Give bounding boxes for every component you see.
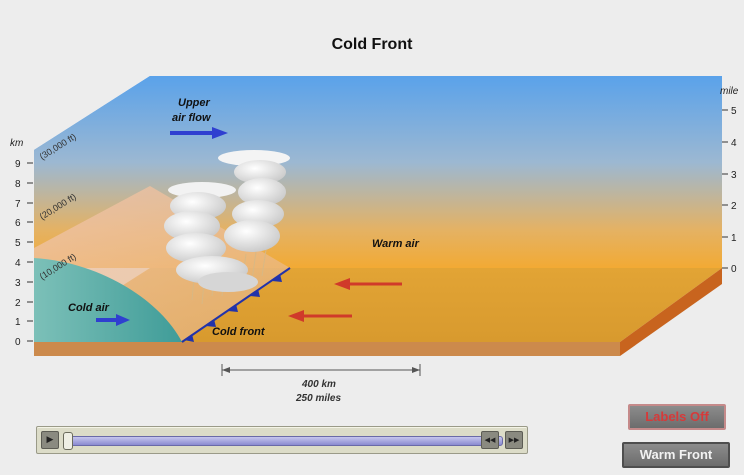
scale-miles-label: 250 miles: [295, 393, 341, 404]
scale-bar: 400 km 250 miles: [221, 364, 421, 404]
km-tick-8: 8: [15, 179, 21, 190]
ground-front-strip: [34, 342, 620, 356]
cold-air-mass: [34, 258, 182, 342]
km-tick-6: 6: [15, 218, 21, 229]
thunderstorm-clouds: [164, 150, 290, 292]
fast-forward-button[interactable]: ▶▶: [505, 431, 523, 449]
page-title: Cold Front: [331, 36, 413, 53]
warm-air-arrow-upper: [334, 278, 402, 290]
timeline-track[interactable]: [69, 436, 503, 446]
cold-front-label: Cold front: [212, 326, 266, 338]
right-side-face: [620, 268, 722, 356]
miles-tick-2: 2: [731, 201, 737, 212]
km-tick-5: 5: [15, 238, 21, 249]
km-tick-2: 2: [15, 298, 21, 309]
km-tick-4: 4: [15, 258, 21, 269]
warm-front-button[interactable]: Warm Front: [622, 442, 730, 468]
km-tick-3: 3: [15, 278, 21, 289]
miles-tick-3: 3: [731, 170, 737, 181]
miles-tick-0: 0: [731, 264, 737, 275]
km-unit-label: km: [10, 138, 23, 149]
upper-air-flow-label-1: Upper: [178, 97, 211, 109]
km-tick-1: 1: [15, 317, 21, 328]
km-axis: km 9 8 7 6 5 4 3 2 1 0: [10, 138, 33, 348]
timeline-thumb[interactable]: [63, 432, 73, 450]
km-tick-7: 7: [15, 199, 21, 210]
fast-forward-icon: ▶▶: [508, 436, 520, 444]
miles-tick-5: 5: [731, 106, 737, 117]
miles-unit-label: mile: [720, 86, 739, 97]
miles-tick-1: 1: [731, 233, 737, 244]
rewind-icon: ◀◀: [484, 436, 496, 444]
km-tick-9: 9: [15, 159, 21, 170]
upper-air-flow-arrow: [170, 127, 228, 139]
cold-air-label: Cold air: [68, 302, 110, 314]
km-tick-0: 0: [15, 337, 21, 348]
warm-air-label: Warm air: [372, 238, 420, 250]
cold-front-symbol: [181, 267, 291, 343]
play-icon: ▶: [46, 435, 54, 445]
scale-km-label: 400 km: [301, 379, 336, 390]
labels-off-button[interactable]: Labels Off: [628, 404, 726, 430]
play-button[interactable]: ▶: [41, 431, 59, 449]
miles-axis: mile 5 4 3 2 1 0: [720, 86, 739, 275]
rewind-button[interactable]: ◀◀: [481, 431, 499, 449]
upper-air-flow-label-2: air flow: [172, 112, 212, 124]
cold-air-arrow: [96, 314, 130, 326]
playback-controls: ▶ ◀◀ ▶▶: [36, 426, 528, 454]
miles-tick-4: 4: [731, 138, 737, 149]
warm-air-arrow-lower: [288, 310, 352, 322]
